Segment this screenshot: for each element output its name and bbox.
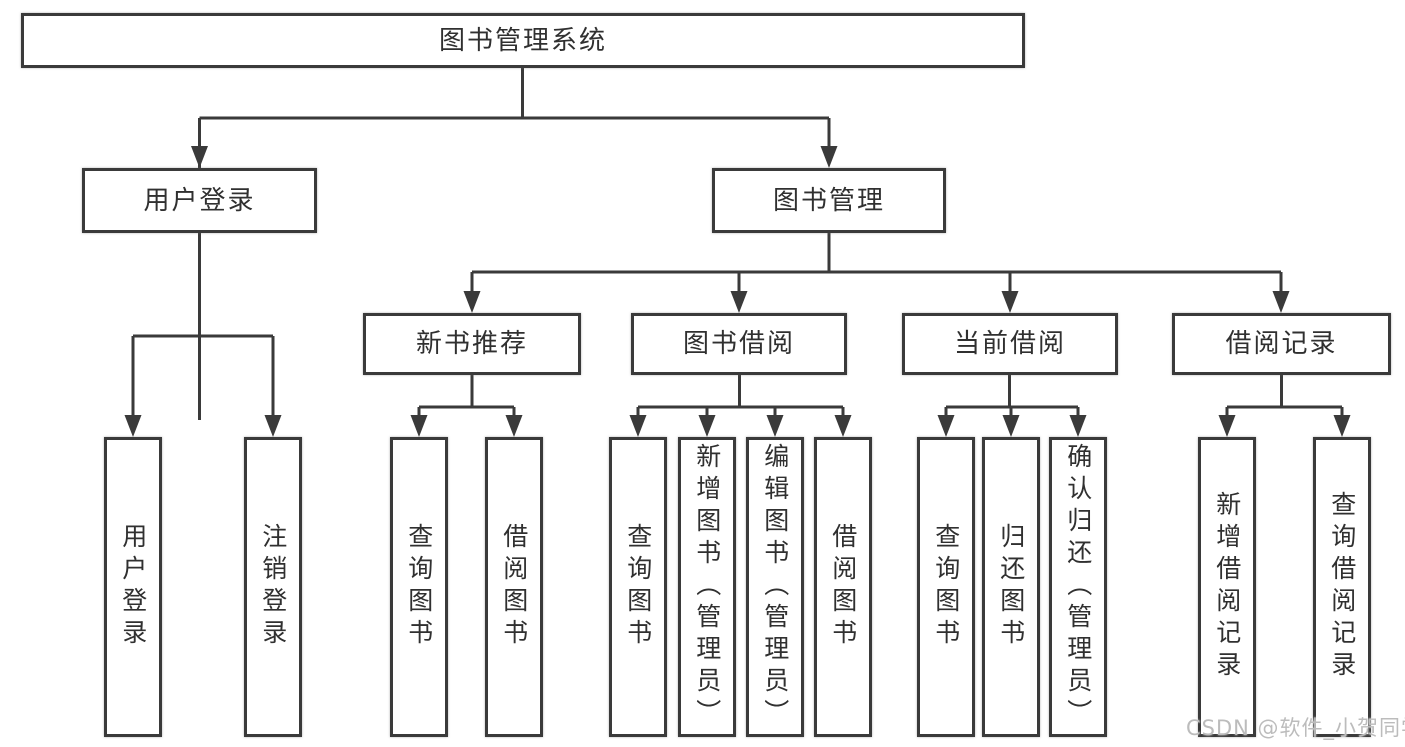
node-new-book-recommendation: 新书推荐 (363, 313, 581, 375)
leaf-query-books-borrowing: 查询图书 (609, 437, 667, 737)
watermark: CSDN @软件_小贺同学 (1186, 716, 1405, 740)
leaf-add-book-admin-label: 新增图书（管理员） (692, 443, 722, 731)
leaf-return-books-label: 归还图书 (996, 523, 1026, 651)
leaf-add-borrow-record: 新增借阅记录 (1198, 437, 1256, 737)
leaf-query-books-current-label: 查询图书 (931, 523, 961, 651)
node-current-borrowing: 当前借阅 (902, 313, 1118, 375)
connector-paths (131, 68, 1344, 426)
leaf-edit-book-admin-label: 编辑图书（管理员） (760, 443, 790, 731)
leaf-return-books: 归还图书 (982, 437, 1040, 737)
leaf-user-login-label: 用户登录 (118, 523, 148, 651)
leaf-query-borrow-record: 查询借阅记录 (1313, 437, 1371, 737)
leaf-query-books-recommend: 查询图书 (390, 437, 448, 737)
leaf-borrow-books-recommend: 借阅图书 (485, 437, 543, 737)
leaf-add-borrow-record-label: 新增借阅记录 (1212, 491, 1242, 683)
leaf-borrow-books-recommend-label: 借阅图书 (499, 523, 529, 651)
leaf-confirm-return-admin: 确认归还（管理员） (1049, 437, 1107, 737)
leaf-edit-book-admin: 编辑图书（管理员） (746, 437, 804, 737)
leaf-user-login: 用户登录 (104, 437, 162, 737)
node-borrowing-records: 借阅记录 (1172, 313, 1391, 375)
node-book-management-label: 图书管理 (772, 185, 885, 216)
node-current-borrowing-label: 当前借阅 (953, 329, 1066, 359)
leaf-borrow-books-borrowing: 借阅图书 (814, 437, 872, 737)
leaf-query-books-recommend-label: 查询图书 (404, 523, 434, 651)
node-root: 图书管理系统 (21, 13, 1025, 68)
leaf-query-borrow-record-label: 查询借阅记录 (1327, 491, 1357, 683)
leaf-logout-label: 注销登录 (258, 523, 288, 651)
leaf-query-books-current: 查询图书 (917, 437, 975, 737)
leaf-query-books-borrowing-label: 查询图书 (623, 523, 653, 651)
node-book-borrowing-label: 图书借阅 (682, 329, 795, 359)
node-root-label: 图书管理系统 (438, 25, 607, 56)
leaf-confirm-return-admin-label: 确认归还（管理员） (1063, 443, 1093, 731)
arrowheads (124, 146, 1351, 437)
leaf-borrow-books-borrowing-label: 借阅图书 (828, 523, 858, 651)
node-user-login: 用户登录 (82, 168, 317, 233)
node-book-borrowing: 图书借阅 (631, 313, 847, 375)
leaf-logout: 注销登录 (244, 437, 302, 737)
node-borrowing-records-label: 借阅记录 (1225, 329, 1338, 359)
node-user-login-label: 用户登录 (143, 185, 256, 216)
node-new-book-recommendation-label: 新书推荐 (415, 329, 528, 359)
node-book-management: 图书管理 (712, 168, 946, 233)
leaf-add-book-admin: 新增图书（管理员） (678, 437, 736, 737)
